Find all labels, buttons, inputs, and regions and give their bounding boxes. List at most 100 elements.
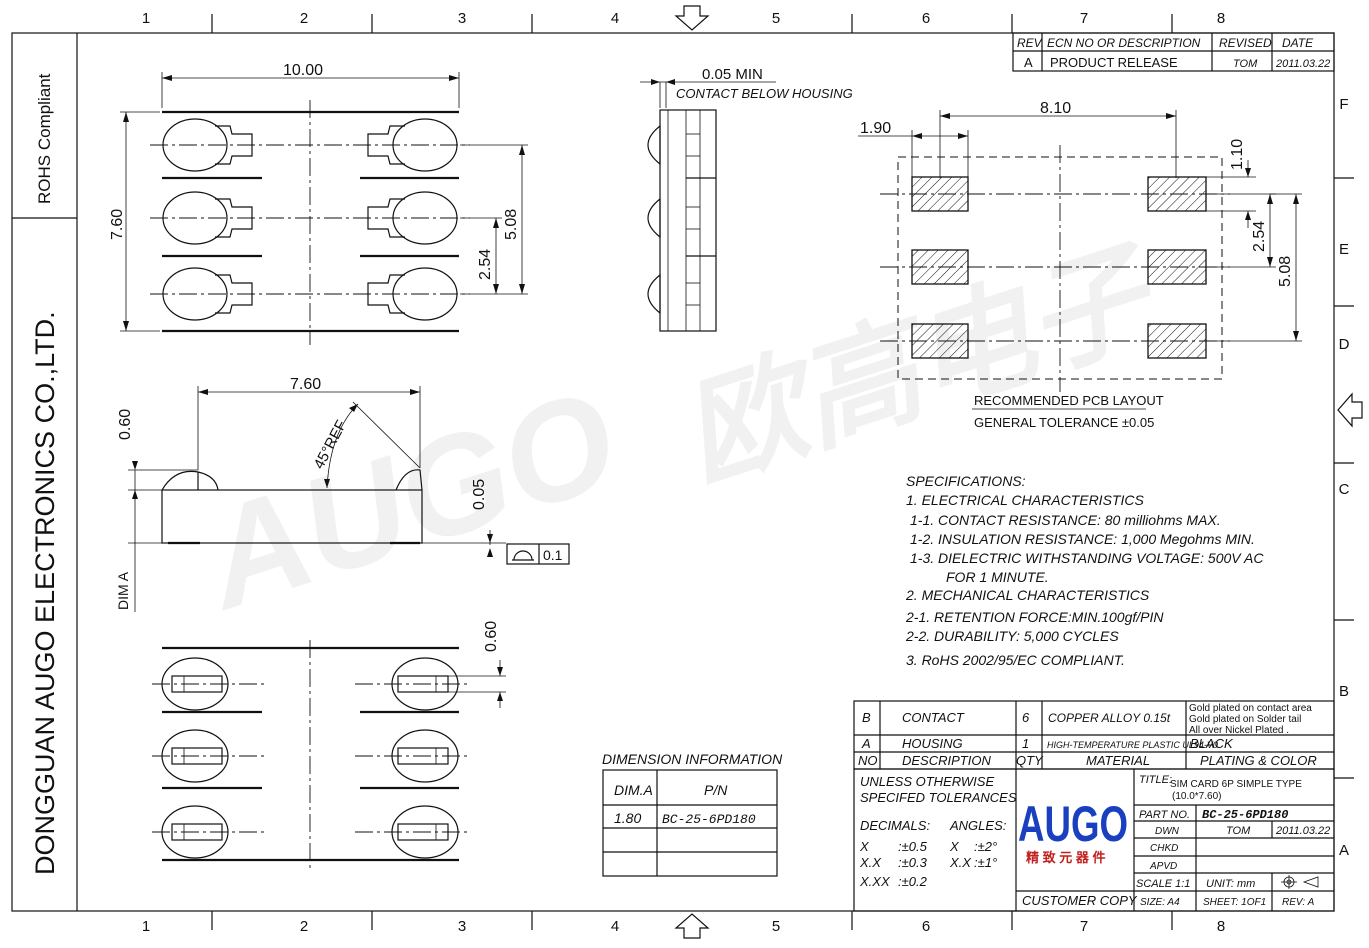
side-view: 0.05 MIN CONTACT BELOW HOUSING [640, 66, 853, 332]
tol-decimal-val: :±0.3 [898, 855, 928, 870]
rev-value: A [1024, 55, 1033, 70]
spec-line: 3. RoHS 2002/95/EC COMPLIANT. [906, 652, 1125, 668]
tol-angle-val: :±1° [974, 855, 997, 870]
contact-min-dim: 0.05 MIN [702, 66, 763, 83]
bom-row-no: A [861, 736, 871, 751]
specifications: SPECIFICATIONS: 1. ELECTRICAL CHARACTERI… [905, 473, 1264, 668]
tol-angle-key: X [949, 839, 960, 854]
contact-note: CONTACT BELOW HOUSING [676, 86, 853, 101]
top-view-right-contacts [367, 118, 458, 321]
col-label: 6 [922, 10, 930, 27]
top-center-arrow-icon [674, 5, 710, 31]
bottom-view: 0.60 [152, 621, 506, 870]
bom-row-qty: 1 [1022, 736, 1029, 751]
bom-row-plating: All over Nickel Plated . [1189, 725, 1289, 736]
top-width-dim: 10.00 [283, 62, 323, 79]
bom-row-plating: BLACK [1190, 736, 1234, 751]
title-block: UNLESS OTHERWISE SPECIFED TOLERANCES DEC… [853, 768, 1335, 912]
rohs-label: ROHS Compliant [35, 73, 54, 204]
angles-label: ANGLES: [949, 818, 1007, 833]
revised-value: TOM [1233, 58, 1258, 70]
company-name: DONGGUAN AUGO ELECTRONICS CO.,LTD. [30, 311, 60, 875]
top-span-dim: 5.08 [503, 209, 520, 240]
watermark-latin: AUGO [183, 359, 634, 639]
bom-row-material: COPPER ALLOY 0.15t [1048, 711, 1171, 725]
col-label: 6 [922, 918, 930, 935]
dwn-value: TOM [1226, 825, 1251, 837]
spec-line: 1-1. CONTACT RESISTANCE: 80 milliohms MA… [910, 512, 1221, 528]
col-label: 8 [1217, 918, 1225, 935]
bom-row-qty: 6 [1022, 710, 1030, 725]
projection-symbol-icon [1281, 875, 1319, 889]
top-height-dim: 7.60 [109, 209, 126, 240]
bom-row-desc: CONTACT [902, 710, 965, 725]
dimension-info-table: DIMENSION INFORMATION DIM.A P/N 1.80 BC-… [602, 751, 783, 877]
bom-row-plating: Gold plated on contact area [1189, 703, 1312, 714]
row-label: D [1339, 336, 1350, 353]
revision-table: REV. ECN NO OR DESCRIPTION REVISED DATE … [1012, 32, 1335, 72]
tol-decimal-val: :±0.5 [898, 839, 928, 854]
right-center-arrow-icon [1337, 392, 1363, 428]
dwn-label: DWN [1155, 826, 1180, 837]
row-label: F [1339, 96, 1348, 113]
pn-header: P/N [704, 782, 728, 798]
dimension-info-title: DIMENSION INFORMATION [602, 751, 783, 767]
bom-row-plating: Gold plated on Solder tail [1189, 714, 1301, 725]
col-label: 5 [772, 918, 780, 935]
title-label: TITLE: [1139, 774, 1172, 786]
tol-decimal-key: X.XX [859, 874, 891, 889]
pcb-layout-tolerance: GENERAL TOLERANCE ±0.05 [974, 415, 1154, 430]
sheet-value: SHEET: 1OF1 [1203, 897, 1266, 908]
col-label: 3 [458, 10, 466, 27]
unit-value: UNIT: mm [1206, 878, 1255, 890]
top-pitch-dim: 2.54 [477, 249, 494, 280]
flatness-value: 0.1 [543, 547, 563, 563]
front-offset-dim: 0.05 [471, 479, 488, 510]
bom-table: B CONTACT 6 COPPER ALLOY 0.15t Gold plat… [853, 700, 1335, 770]
col-label: 1 [142, 10, 150, 27]
spec-line: FOR 1 MINUTE. [946, 569, 1049, 585]
apvd-label: APVD [1149, 861, 1177, 872]
augo-logo-chinese: 精 致 元 器 件 [1026, 850, 1105, 865]
part-no-label: PART NO. [1139, 809, 1190, 821]
bom-header-plating: PLATING & COLOR [1200, 753, 1317, 768]
bom-header-qty: QTY [1016, 753, 1044, 768]
pcb-pad-dim: 1.10 [1229, 139, 1246, 170]
col-label: 4 [611, 10, 619, 27]
col-label: 7 [1080, 918, 1088, 935]
col-label: 2 [300, 918, 308, 935]
bottom-pad-dim: 0.60 [483, 621, 500, 652]
bom-header-no: NO [858, 753, 878, 768]
pcb-width-dim: 8.10 [1040, 100, 1071, 117]
row-label: A [1339, 842, 1349, 859]
drawing-border [11, 5, 1363, 939]
scale-value: SCALE 1:1 [1136, 878, 1190, 890]
rev-value-footer: REV: A [1282, 897, 1315, 908]
row-label: E [1339, 241, 1349, 258]
decimals-label: DECIMALS: [860, 818, 930, 833]
front-view: 7.60 0.60 0.05 45°REF DIM A 0.1 [115, 376, 570, 612]
spec-line: 1-2. INSULATION RESISTANCE: 1,000 Megohm… [910, 531, 1255, 547]
pcb-layout: 8.10 1.90 1.10 2.54 5.08 RECOMMENDED PCB… [858, 100, 1302, 430]
dim-a-header: DIM.A [614, 782, 653, 798]
bom-header-material: MATERIAL [1086, 753, 1150, 768]
row-label: C [1339, 481, 1350, 498]
bom-row-no: B [862, 710, 871, 725]
top-view: 10.00 7.60 2.54 5.08 [109, 62, 528, 345]
spec-line: 2. MECHANICAL CHARACTERISTICS [905, 587, 1150, 603]
tolerance-title: SPECIFED TOLERANCES [860, 790, 1017, 805]
date-header: DATE [1282, 36, 1314, 50]
rev-header: REV. [1017, 36, 1044, 50]
tol-decimal-val: :±0.2 [898, 874, 928, 889]
top-view-left-contacts [162, 118, 253, 321]
tol-decimal-key: X [859, 839, 870, 854]
col-label: 5 [772, 10, 780, 27]
tol-decimal-key: X.X [859, 855, 882, 870]
size-value: SIZE: A4 [1140, 897, 1180, 908]
date-value: 2011.03.22 [1275, 58, 1330, 70]
flatness-frame [506, 543, 570, 565]
col-label: 4 [611, 918, 619, 935]
row-labels: F E D C B A [1339, 96, 1350, 859]
ecn-value: PRODUCT RELEASE [1050, 55, 1178, 70]
